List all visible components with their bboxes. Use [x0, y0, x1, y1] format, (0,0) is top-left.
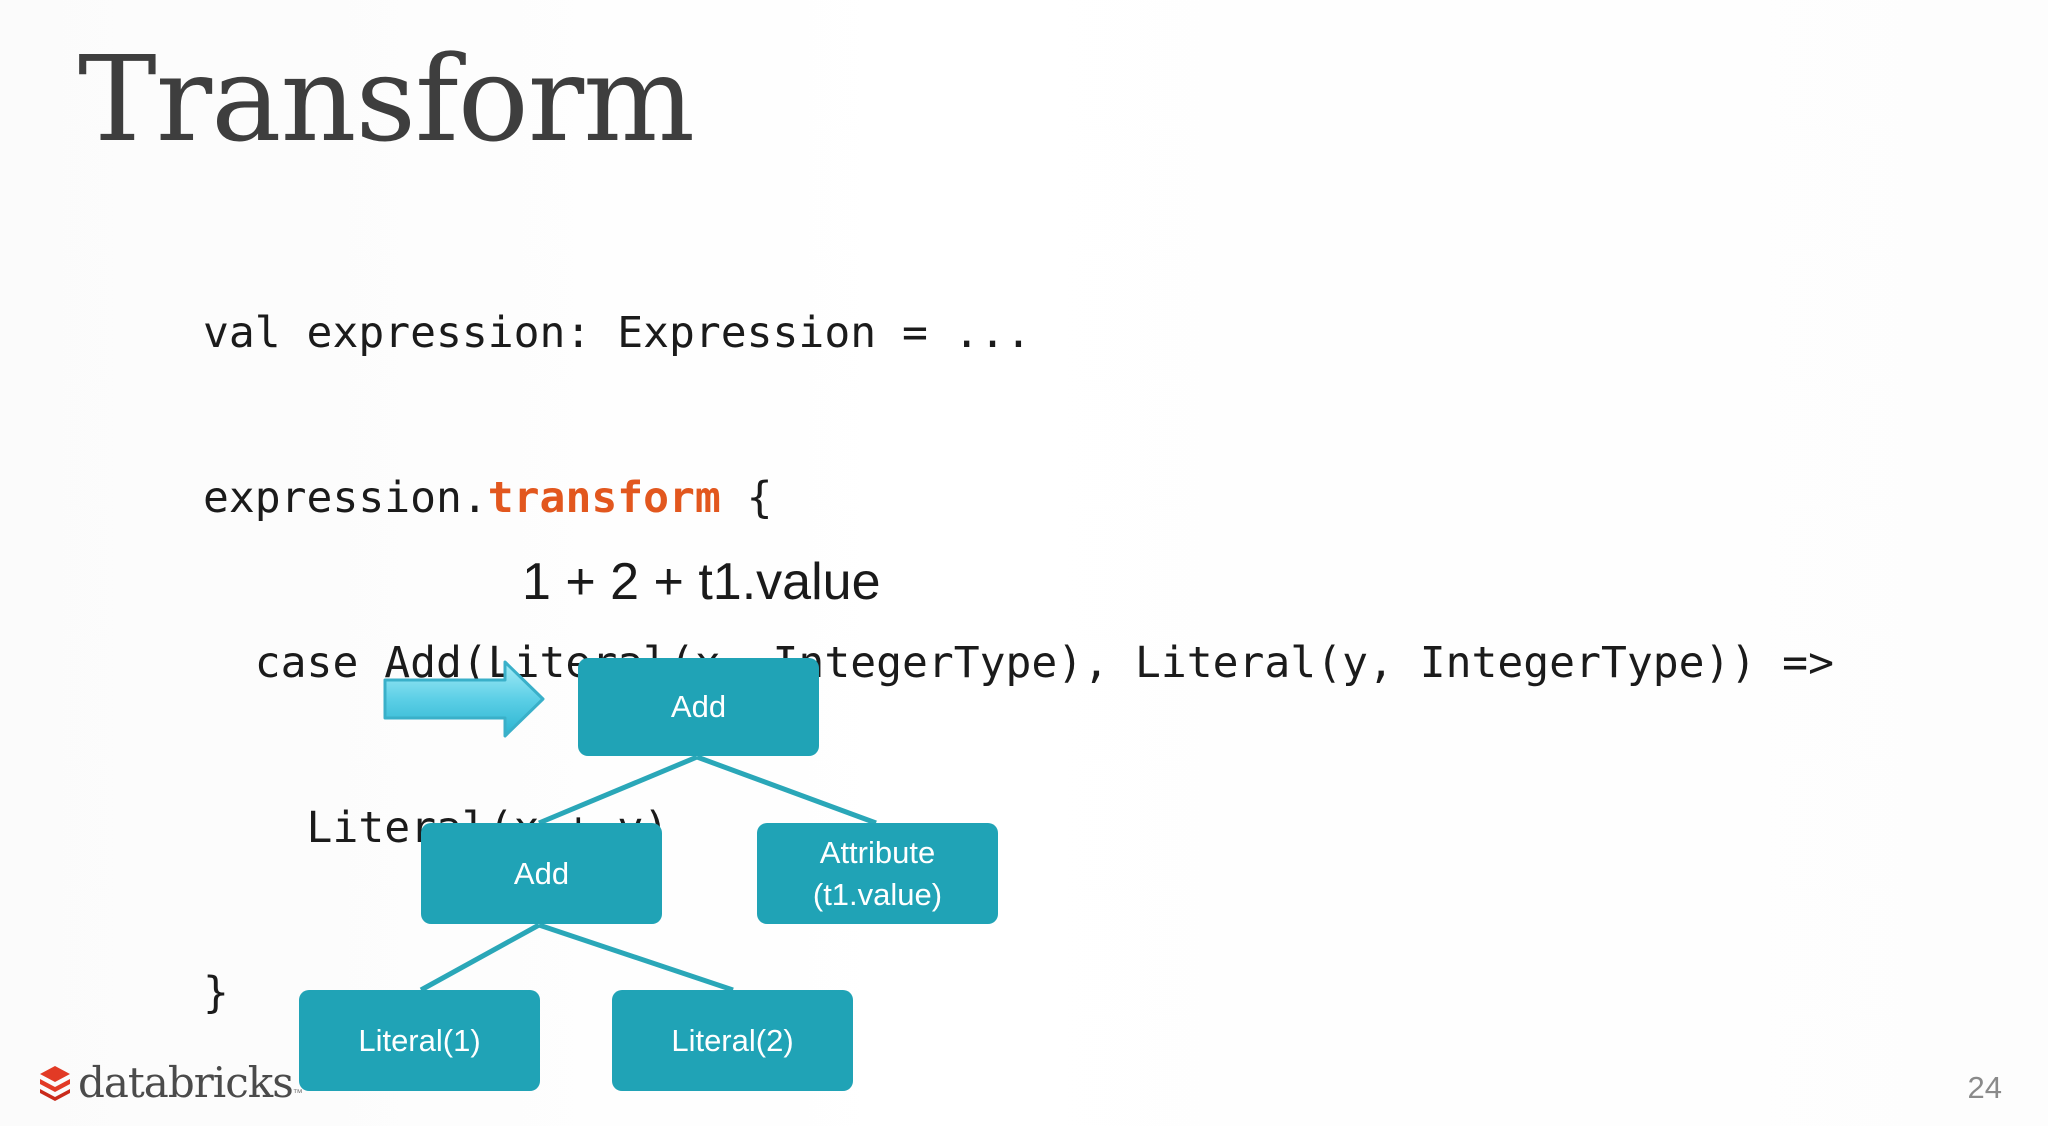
databricks-logo: databricks ™ [38, 1058, 303, 1107]
slide-title: Transform [78, 30, 695, 168]
edge-root-to-right [696, 754, 877, 826]
code-keyword-transform: transform [487, 473, 721, 523]
node-attribute-label-line2: (t1.value) [812, 876, 943, 912]
edge-left-to-leaf2 [538, 922, 734, 993]
node-add-root: Add [578, 658, 819, 756]
right-arrow-icon [383, 660, 545, 738]
databricks-logo-text: databricks [78, 1058, 294, 1107]
databricks-logo-icon [40, 1065, 70, 1101]
node-literal-1-label: Literal(1) [358, 1022, 481, 1058]
code-line-1: val expression: Expression = ... [203, 308, 1032, 358]
code-line-5: } [203, 968, 229, 1018]
code-line-2-prefix: expression. [203, 473, 488, 523]
code-line-2: expression.transform { [203, 471, 1834, 526]
page-number: 24 [1967, 1070, 2002, 1105]
code-line-2-suffix: { [720, 473, 773, 523]
node-add-left: Add [421, 823, 662, 924]
node-literal-2: Literal(2) [612, 990, 853, 1091]
node-attribute: Attribute (t1.value) [757, 823, 998, 924]
node-literal-2-label: Literal(2) [671, 1022, 794, 1058]
node-attribute-label-line1: Attribute [819, 834, 936, 870]
edge-left-to-leaf1 [419, 922, 541, 993]
node-add-root-label: Add [670, 689, 727, 724]
databricks-logo-trademark: ™ [292, 1088, 303, 1099]
expression-label: 1 + 2 + t1.value [522, 553, 881, 611]
node-add-left-label: Add [513, 855, 570, 891]
tree-edges [419, 754, 877, 993]
node-literal-1: Literal(1) [299, 990, 540, 1091]
edge-root-to-left [538, 754, 698, 826]
